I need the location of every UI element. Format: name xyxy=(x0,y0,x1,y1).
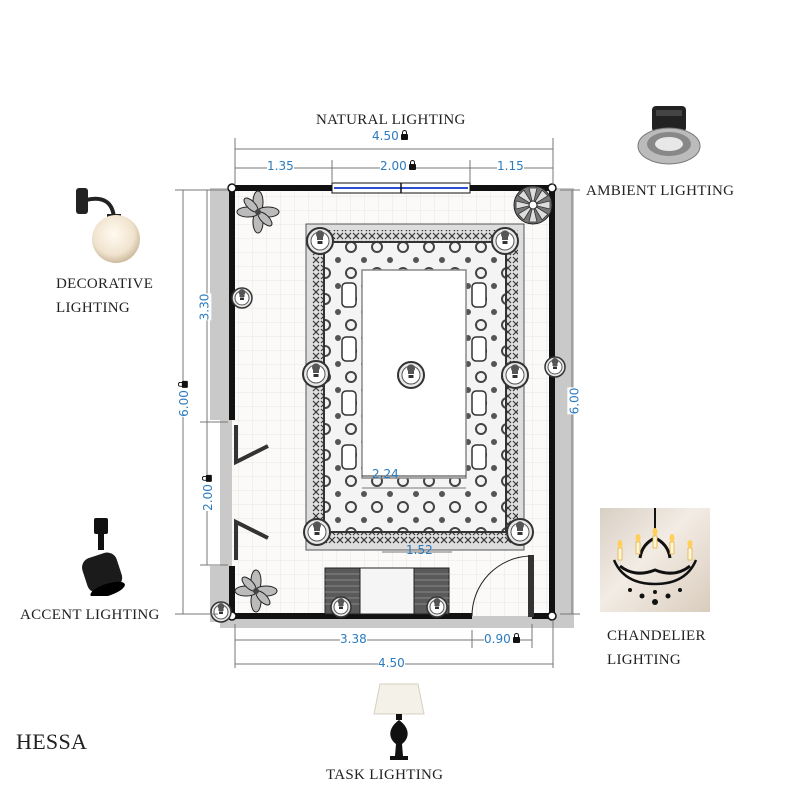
window xyxy=(331,182,471,194)
chandelier-icon xyxy=(612,508,698,605)
label-chandelier-lighting: CHANDELIER LIGHTING xyxy=(607,624,706,672)
door-swing xyxy=(471,555,534,617)
lock-icon xyxy=(512,633,520,643)
table-lamp-icon xyxy=(373,683,425,760)
dim-bottom-total: 4.50 xyxy=(378,656,405,670)
plant-icon xyxy=(236,190,280,234)
lock-icon xyxy=(205,475,212,483)
dim-bottom-left: 3.38 xyxy=(340,632,367,646)
lock-icon xyxy=(408,160,416,170)
wall-sconce-icon xyxy=(76,188,140,263)
corner-markers xyxy=(227,183,557,621)
chandelier-photo xyxy=(600,508,710,612)
double-door xyxy=(234,425,269,560)
dim-left-total: 6.00 xyxy=(176,381,191,417)
label-accent-lighting: ACCENT LIGHTING xyxy=(20,607,160,623)
dim-right-total: 6.00 xyxy=(567,387,582,415)
label-chandelier-line1: CHANDELIER xyxy=(607,628,706,644)
lock-icon xyxy=(400,130,408,140)
label-task-lighting: TASK LIGHTING xyxy=(326,767,444,783)
label-decorative-line2: LIGHTING xyxy=(56,300,131,316)
dim-top-total: 4.50 xyxy=(372,129,408,143)
recessed-downlight-icon xyxy=(637,106,701,165)
track-spotlight-icon xyxy=(82,518,125,596)
plant-icon xyxy=(234,569,278,613)
dim-top-right: 1.15 xyxy=(497,159,524,173)
label-decorative-line1: DECORATIVE xyxy=(56,276,154,292)
lock-icon xyxy=(181,381,188,389)
chairs xyxy=(341,282,487,470)
ceiling-fan-icon xyxy=(513,185,553,225)
label-decorative-lighting: DECORATIVE LIGHTING xyxy=(56,272,153,320)
dim-top-mid: 2.00 xyxy=(380,159,416,173)
dim-table-width: 2.24 xyxy=(372,467,399,481)
label-chandelier-line2: LIGHTING xyxy=(607,652,682,668)
dim-bottom-door: 0.90 xyxy=(484,632,520,646)
dim-top-left: 1.35 xyxy=(267,159,294,173)
label-ambient-lighting: AMBIENT LIGHTING xyxy=(586,183,735,199)
dim-left-door: 2.00 xyxy=(200,475,215,511)
label-natural-lighting: NATURAL LIGHTING xyxy=(316,112,466,128)
dim-left-upper: 3.30 xyxy=(197,293,212,321)
dim-rug: 1.52 xyxy=(406,543,433,557)
author-signature: HESSA xyxy=(16,729,88,754)
